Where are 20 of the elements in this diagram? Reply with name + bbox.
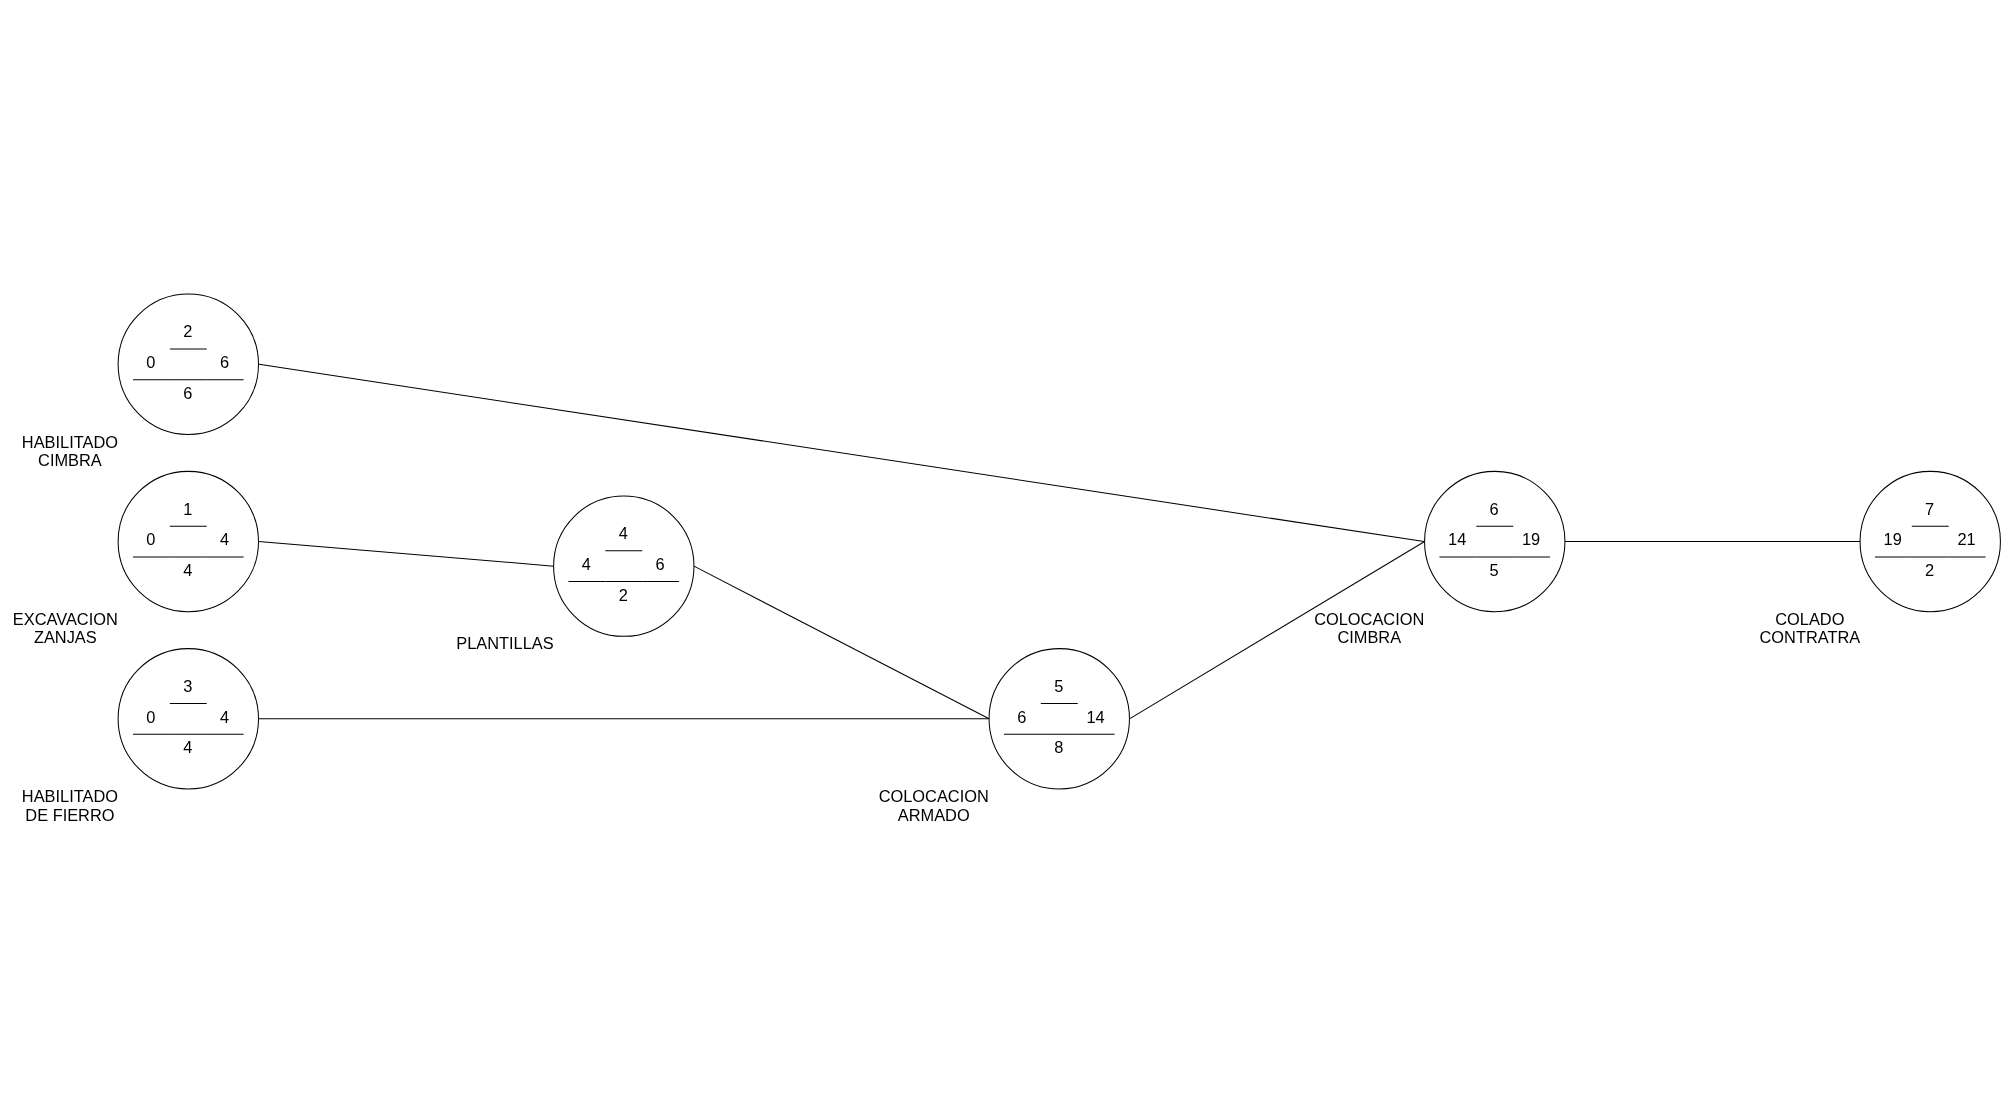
node-circle: 6 14 19 5 <box>1424 470 1566 613</box>
connector <box>258 363 1425 543</box>
connector <box>258 718 990 720</box>
connector <box>1564 541 1861 543</box>
node-label: COLOCACION CIMBRA <box>1314 609 1425 647</box>
connector <box>258 541 555 567</box>
connector <box>1128 541 1426 720</box>
node-label: HABILITADO CIMBRA <box>21 432 119 470</box>
node-circle: 5 6 14 8 <box>988 648 1130 790</box>
node-circle: 1 0 4 4 <box>117 470 259 613</box>
node-label: EXCAVACION ZANJAS <box>12 609 118 647</box>
node-circle: 3 0 4 4 <box>117 648 259 790</box>
connector <box>693 565 990 720</box>
node-circle: 7 19 21 2 <box>1859 470 2001 613</box>
node-circle: 4 4 6 2 <box>553 495 695 637</box>
node-circle: 2 0 6 6 <box>117 293 259 435</box>
node-label: COLADO CONTRATRA <box>1759 609 1861 647</box>
node-label: COLOCACION ARMADO <box>878 787 989 824</box>
node-label: HABILITADO DE FIERRO <box>21 787 119 824</box>
node-label: PLANTILLAS <box>456 634 554 653</box>
